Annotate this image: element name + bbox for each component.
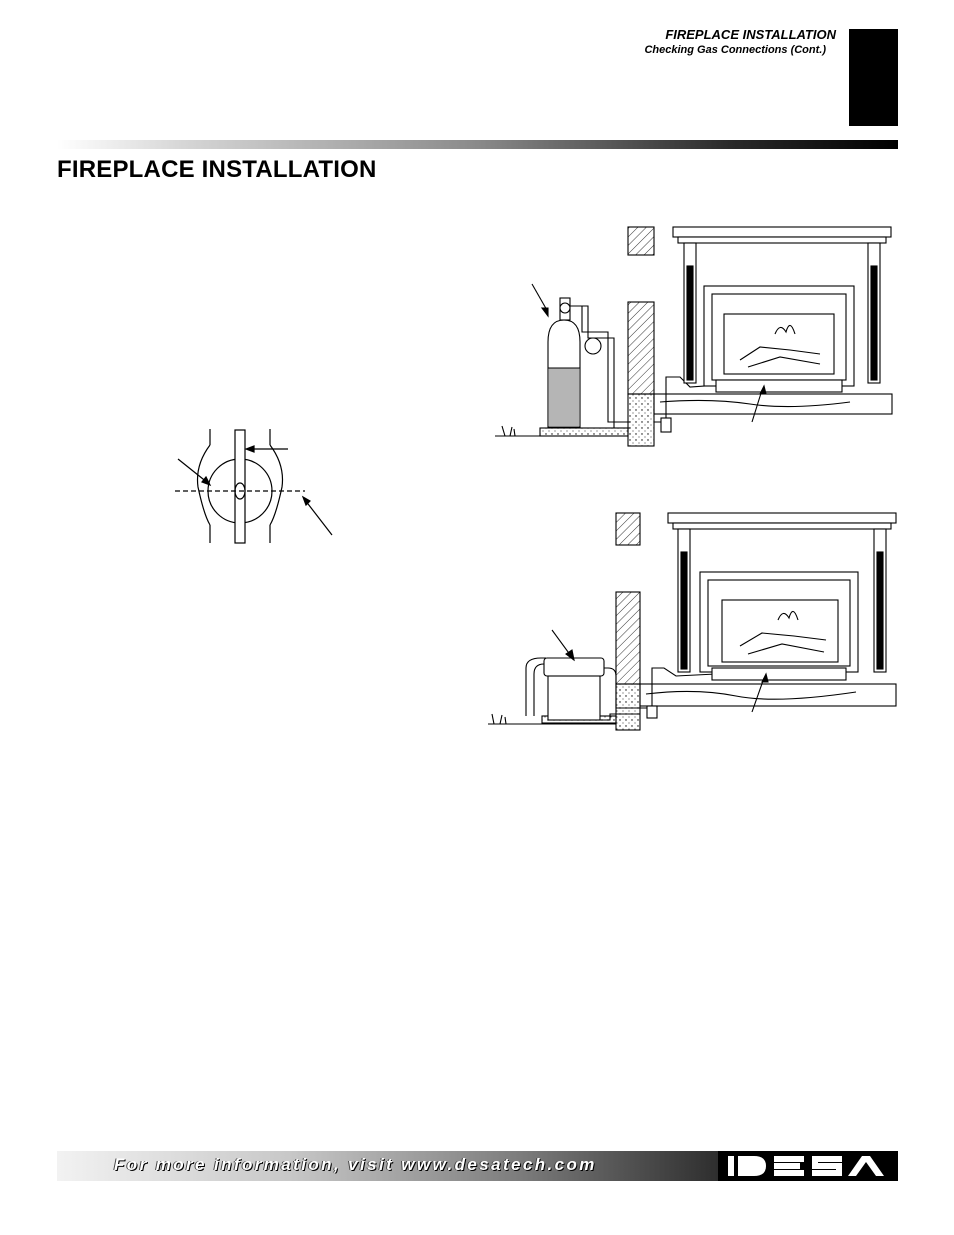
header-section-subtitle: Checking Gas Connections (Cont.) (644, 44, 826, 56)
footer-website-text[interactable]: For more information, visit www.desatech… (114, 1155, 597, 1174)
desa-logo (718, 1151, 898, 1181)
footer-banner (57, 1151, 718, 1181)
header-rule (57, 140, 898, 149)
gas-meter-fireplace-diagram (488, 512, 897, 731)
page-title: FIREPLACE INSTALLATION (57, 156, 377, 183)
header-section-title: FIREPLACE INSTALLATION (665, 27, 836, 42)
valve-handle-diagram (175, 429, 333, 544)
desa-logo-mark (728, 1156, 884, 1176)
lp-tank-fireplace-diagram (495, 226, 893, 447)
page-tab-marker (849, 29, 898, 126)
